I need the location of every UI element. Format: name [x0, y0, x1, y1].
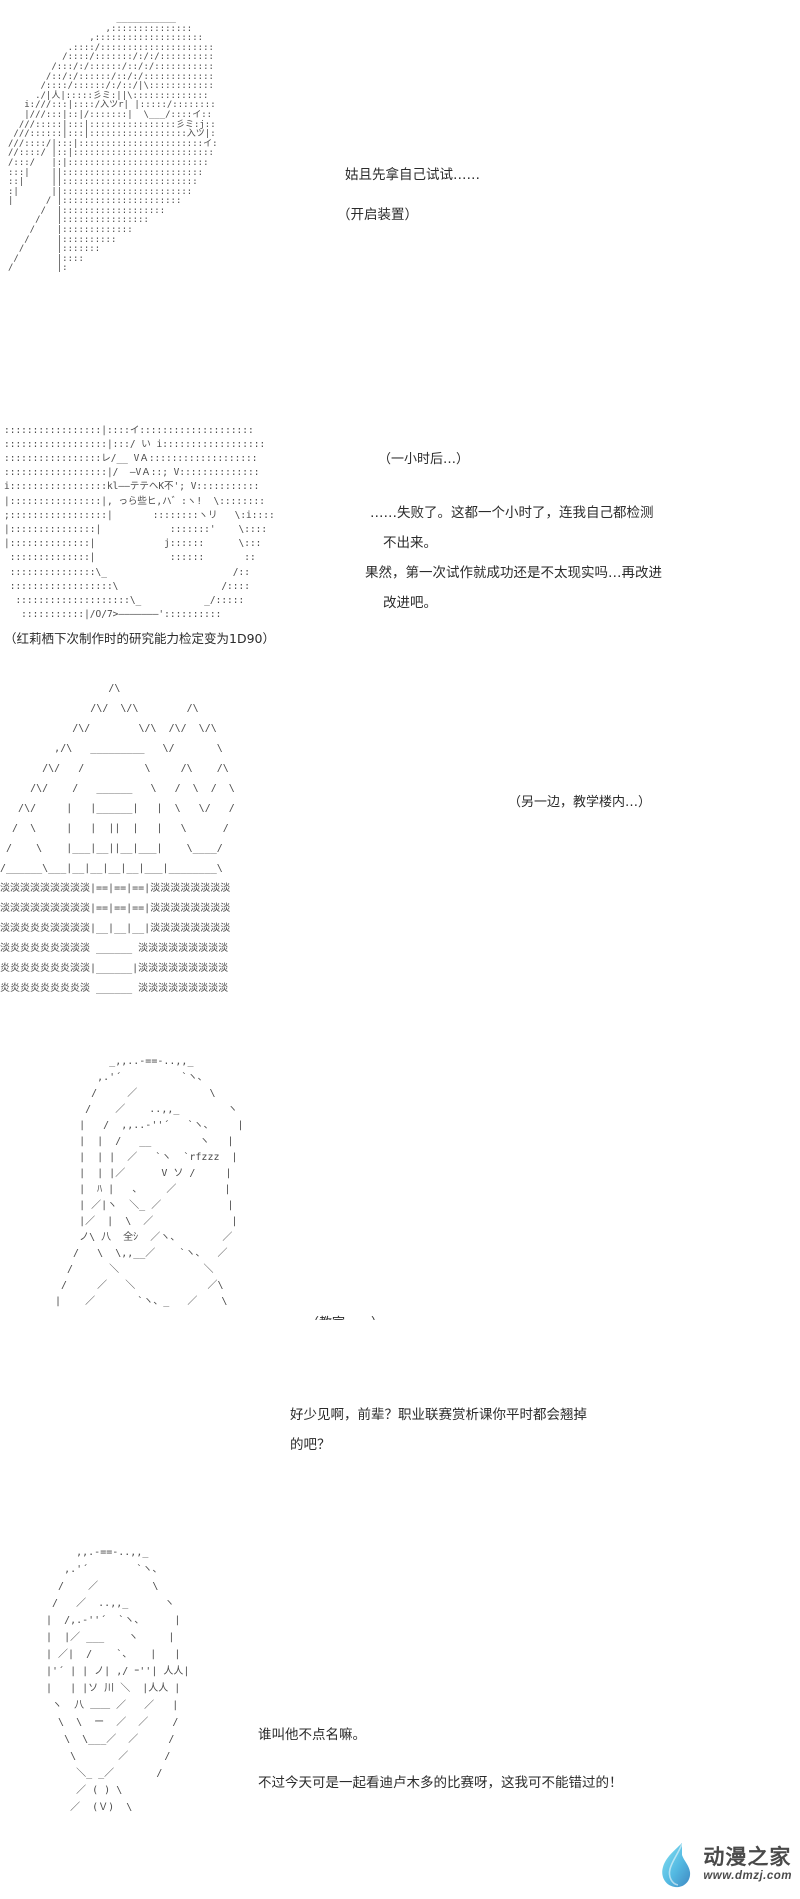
- footnote-2: （红莉栖下次制作时的研究能力检定变为1D90）: [4, 631, 275, 646]
- scene-note-3: （另一边，教学楼内…）: [508, 795, 652, 810]
- ascii-art-1: ___________ ,::::::::::::::: ,::::::::::…: [8, 14, 218, 274]
- panel-4: _,,..-==-..,,_ ,.'´ `ヽ、 / ／ \ / ／ ..,,_ …: [0, 1040, 800, 1320]
- dialogue-5-line-1: 谁叫他不点名嘛。: [258, 1727, 366, 1743]
- watermark-brand: 动漫之家: [703, 1845, 792, 1870]
- dialogue-2-line-2: 不出来。: [383, 535, 437, 551]
- dialogue-2-line-1: ……失败了。这都一个小时了，连我自己都检测: [370, 505, 654, 521]
- scene-note-4: （教室……）: [306, 1312, 384, 1320]
- panel-2: :::::::::::::::::|::::イ:::::::::::::::::…: [0, 410, 800, 655]
- panel-5: ,,.-==-..,,_ ,.'´ `ヽ、 / ／ \ / ／ ..,,_ ヽ …: [0, 1530, 800, 1899]
- ascii-art-5: ,,.-==-..,,_ ,.'´ `ヽ、 / ／ \ / ／ ..,,_ ヽ …: [46, 1547, 190, 1813]
- watermark-url: www.dmzj.com: [703, 1870, 792, 1883]
- ascii-art-4: _,,..-==-..,,_ ,.'´ `ヽ、 / ／ \ / ／ ..,,_ …: [55, 1056, 244, 1307]
- watermark-text: 动漫之家 www.dmzj.com: [703, 1847, 792, 1883]
- ascii-art-2: :::::::::::::::::|::::イ:::::::::::::::::…: [4, 424, 275, 621]
- dialogue-2-line-3: 果然，第一次试作就成功还是不太现实吗…再改进: [365, 565, 662, 581]
- dialogue-4-line-2: 的吧？: [290, 1437, 331, 1453]
- dialogue-1-line-2: （开启装置）: [337, 207, 418, 223]
- dialogue-1-line-1: 姑且先拿自己试试……: [345, 167, 480, 183]
- dialogue-2-line-4: 改进吧。: [383, 595, 437, 611]
- dialogue-4-line-1: 好少见啊，前辈？职业联赛赏析课你平时都会翘掉: [290, 1407, 587, 1423]
- scene-note-2: （一小时后…）: [378, 452, 470, 467]
- site-watermark: 动漫之家 www.dmzj.com: [656, 1841, 792, 1889]
- ascii-art-3: /\ /\/ \/\ /\ /\/ \/\ /\/ \/\ ,/\ ______…: [0, 683, 235, 994]
- flame-leaf-icon: [656, 1841, 696, 1889]
- panel-3: /\ /\/ \/\ /\ /\/ \/\ /\/ \/\ ,/\ ______…: [0, 665, 800, 1025]
- panel-1: ___________ ,::::::::::::::: ,::::::::::…: [0, 0, 800, 400]
- dialogue-5-line-2: 不过今天可是一起看迪卢木多的比赛呀，这我可不能错过的！: [258, 1775, 623, 1791]
